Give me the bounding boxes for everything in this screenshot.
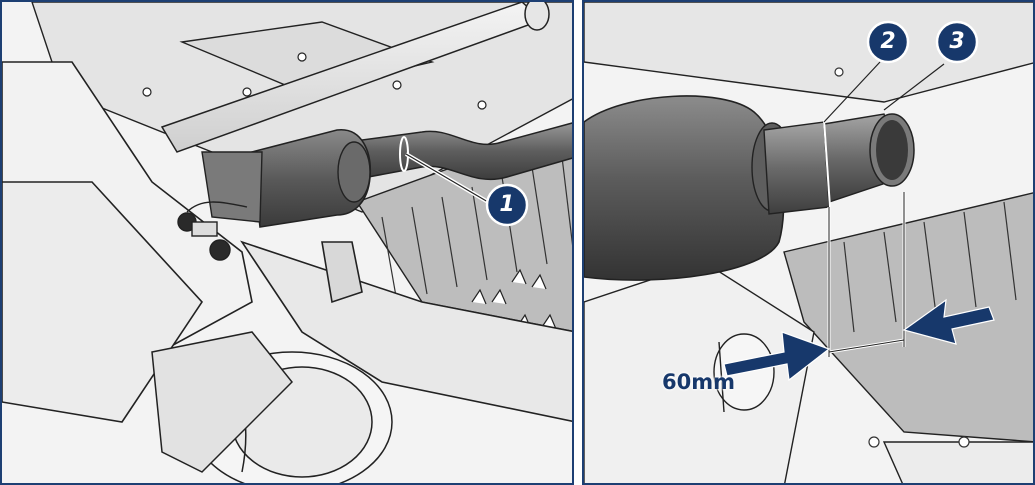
callout-1-label: 1: [499, 192, 515, 217]
left-view-panel: 1: [0, 0, 574, 485]
callout-3-label: 3: [949, 29, 965, 54]
muffler: [201, 129, 372, 228]
exhaust-underbody-illustration: [2, 2, 572, 483]
measure-arrow-right: [902, 298, 995, 345]
cut-mark-2: [823, 119, 831, 208]
callout-1-marker: [485, 183, 529, 227]
exhaust-hangers: [177, 201, 248, 261]
right-view-panel: 2 3 60mm: [582, 0, 1035, 485]
lower-body-structure: [2, 61, 572, 423]
heat-shield-ribs: [381, 156, 572, 303]
callout-2-label: 2: [880, 29, 896, 54]
floor-pan-detail: [584, 2, 1033, 483]
muffler-detail-illustration: [584, 2, 1033, 483]
leader-line-2: [823, 61, 881, 123]
outlet-pipe: [763, 113, 915, 215]
heat-shield-ribs-detail: [834, 37, 1017, 448]
measure-arrow-left: [723, 331, 831, 382]
dimension-label: 60mm: [662, 370, 735, 394]
leader-line-3: [883, 63, 945, 111]
propeller-shaft: [160, 2, 550, 153]
wheel-assembly: [151, 331, 393, 483]
muffler-body: [584, 95, 793, 281]
callout-3-marker: [935, 20, 979, 64]
callout-2-marker: [866, 20, 910, 64]
